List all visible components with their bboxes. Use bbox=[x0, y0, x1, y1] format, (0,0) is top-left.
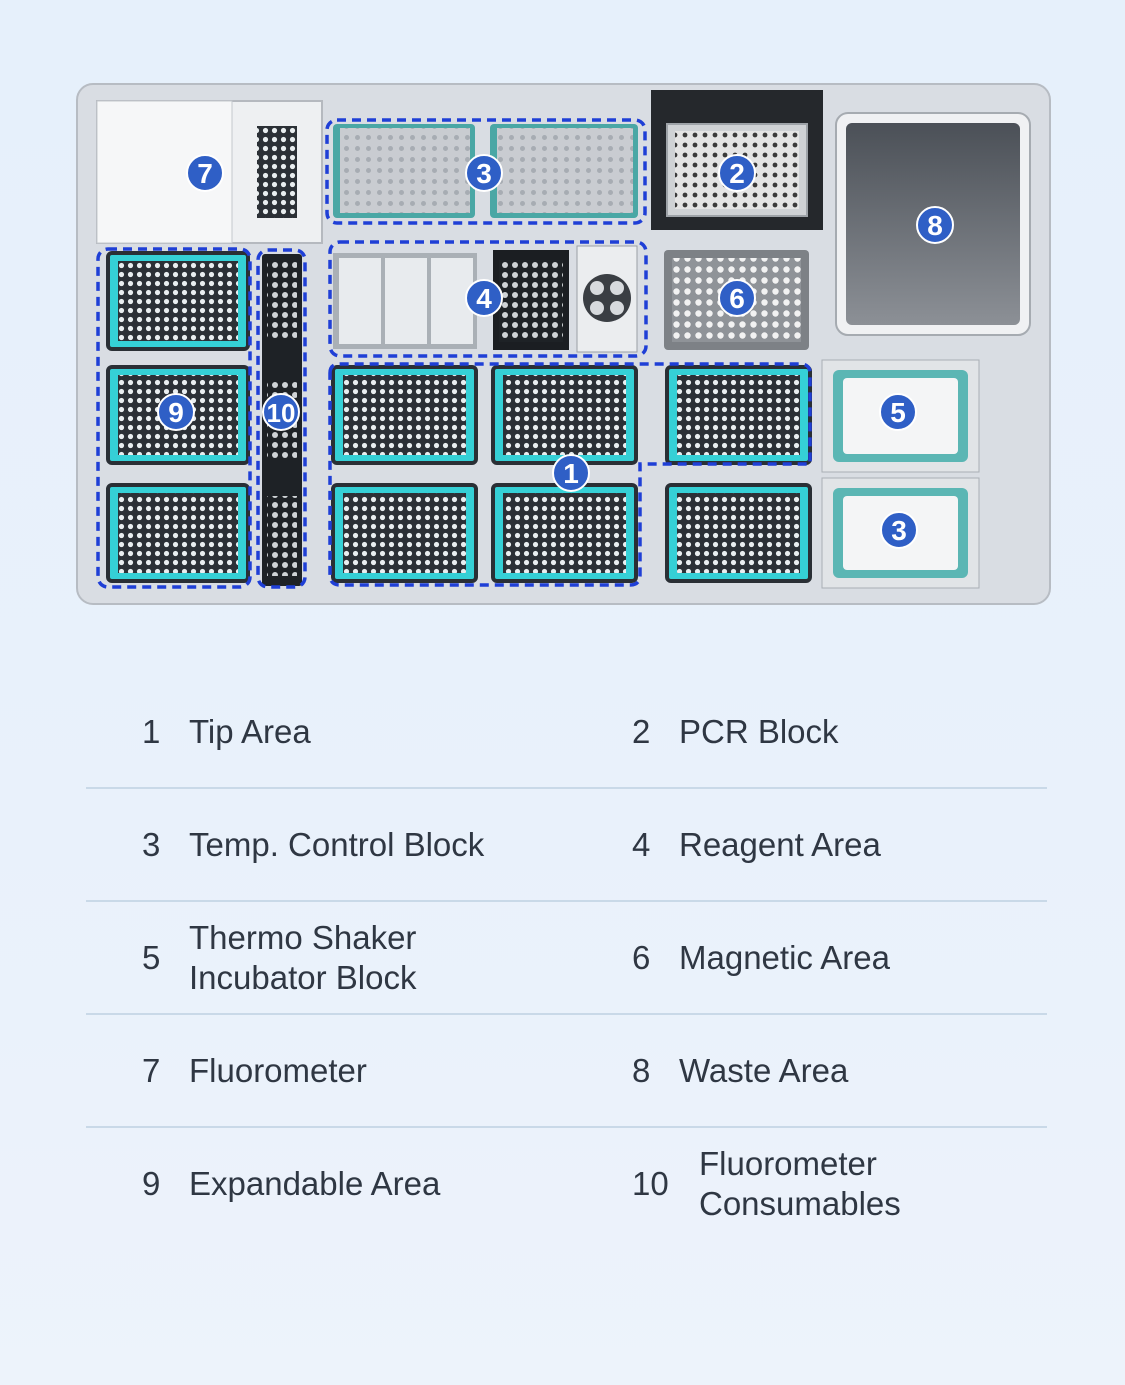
legend-number: 7 bbox=[142, 1051, 189, 1091]
legend-number: 1 bbox=[142, 712, 189, 752]
marker-number: 8 bbox=[927, 210, 943, 241]
legend-item-3: 3 Temp. Control Block bbox=[142, 789, 562, 900]
legend-row: 1 Tip Area 2 PCR Block bbox=[86, 676, 1047, 789]
marker-number: 6 bbox=[729, 283, 745, 314]
zone-marker-3: 3 bbox=[881, 512, 917, 548]
legend-label: Fluorometer Consumables bbox=[699, 1144, 919, 1224]
legend-label: Waste Area bbox=[679, 1051, 848, 1091]
legend-number: 8 bbox=[632, 1051, 679, 1091]
marker-number: 1 bbox=[563, 458, 579, 489]
marker-number: 4 bbox=[476, 283, 492, 314]
legend-item-4: 4 Reagent Area bbox=[632, 789, 1047, 900]
legend-item-5: 5 Thermo Shaker Incubator Block bbox=[142, 902, 562, 1013]
legend-row: 7 Fluorometer 8 Waste Area bbox=[86, 1015, 1047, 1128]
zone-marker-9: 9 bbox=[158, 394, 194, 430]
legend-number: 4 bbox=[632, 825, 679, 865]
zone-marker-5: 5 bbox=[880, 394, 916, 430]
marker-number: 2 bbox=[729, 158, 745, 189]
legend-label: Fluorometer bbox=[189, 1051, 367, 1091]
deck-layout-diagram: 1 2 3 3 4 5 6 7 8 9 10 bbox=[0, 0, 1125, 630]
legend-row: 3 Temp. Control Block 4 Reagent Area bbox=[86, 789, 1047, 902]
zone-marker-6: 6 bbox=[719, 280, 755, 316]
zone-marker-1: 1 bbox=[553, 455, 589, 491]
legend-label: Reagent Area bbox=[679, 825, 881, 865]
legend-number: 6 bbox=[632, 938, 679, 978]
legend-item-10: 10 Fluorometer Consumables bbox=[632, 1128, 1047, 1239]
zone-marker-8: 8 bbox=[917, 207, 953, 243]
marker-number: 3 bbox=[476, 158, 492, 189]
legend-number: 3 bbox=[142, 825, 189, 865]
zone-marker-10: 10 bbox=[263, 394, 299, 430]
legend-number: 9 bbox=[142, 1164, 189, 1204]
legend-item-9: 9 Expandable Area bbox=[142, 1128, 562, 1239]
legend: 1 Tip Area 2 PCR Block 3 Temp. Control B… bbox=[86, 676, 1047, 1239]
legend-item-2: 2 PCR Block bbox=[632, 676, 1047, 787]
zone-marker-2: 2 bbox=[719, 155, 755, 191]
marker-number: 9 bbox=[168, 397, 184, 428]
marker-number: 7 bbox=[197, 158, 213, 189]
legend-item-1: 1 Tip Area bbox=[142, 676, 562, 787]
legend-label: Magnetic Area bbox=[679, 938, 890, 978]
marker-number: 10 bbox=[267, 398, 296, 428]
marker-number: 3 bbox=[891, 515, 907, 546]
legend-row: 9 Expandable Area 10 Fluorometer Consuma… bbox=[86, 1128, 1047, 1239]
legend-label: PCR Block bbox=[679, 712, 839, 752]
legend-number: 10 bbox=[632, 1164, 699, 1204]
legend-number: 2 bbox=[632, 712, 679, 752]
legend-item-7: 7 Fluorometer bbox=[142, 1015, 562, 1126]
zone-marker-3: 3 bbox=[466, 155, 502, 191]
legend-label: Tip Area bbox=[189, 712, 311, 752]
legend-label: Thermo Shaker Incubator Block bbox=[189, 918, 439, 998]
legend-label: Expandable Area bbox=[189, 1164, 440, 1204]
legend-label: Temp. Control Block bbox=[189, 825, 484, 865]
zone-marker-4: 4 bbox=[466, 280, 502, 316]
zone-marker-7: 7 bbox=[187, 155, 223, 191]
marker-number: 5 bbox=[890, 397, 906, 428]
legend-item-6: 6 Magnetic Area bbox=[632, 902, 1047, 1013]
legend-row: 5 Thermo Shaker Incubator Block 6 Magnet… bbox=[86, 902, 1047, 1015]
legend-number: 5 bbox=[142, 938, 189, 978]
legend-item-8: 8 Waste Area bbox=[632, 1015, 1047, 1126]
